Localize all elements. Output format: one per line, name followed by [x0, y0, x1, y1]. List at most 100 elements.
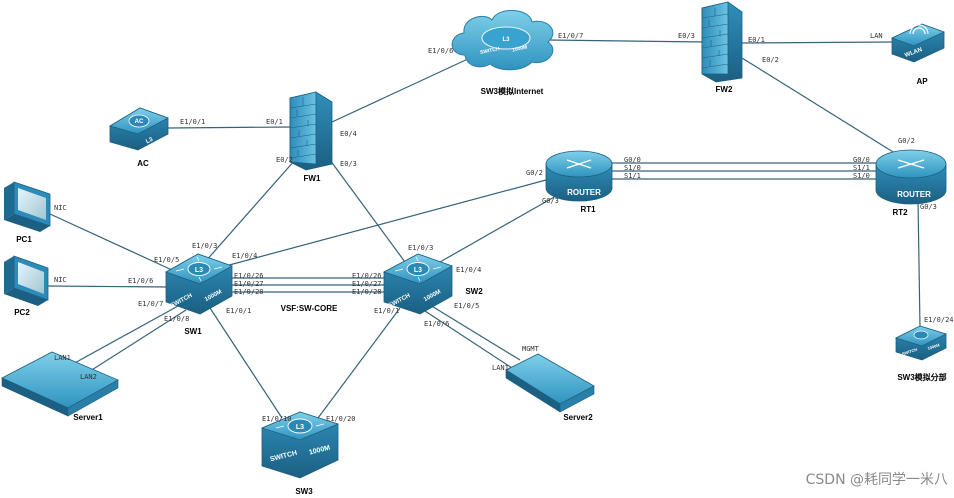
sw1-name: SW1 [184, 327, 202, 336]
port-label: G0/0 [624, 156, 641, 164]
sw3-branch-label1: SWITCH [901, 347, 918, 357]
sw3-badge: L3 [296, 424, 304, 431]
pc1-name: PC1 [16, 235, 32, 244]
link-fw2-ap [741, 41, 893, 44]
port-label: E1/0/8 [164, 315, 189, 323]
port-label: E1/0/5 [454, 302, 479, 310]
device-sw3[interactable]: L3 SWITCH 1000M [260, 411, 340, 479]
port-label: E0/1 [266, 118, 283, 126]
ap-name: AP [916, 77, 928, 86]
port-label: E1/0/1 [180, 118, 205, 126]
fw2-name: FW2 [716, 85, 733, 94]
device-sw2[interactable]: L3 SWITCH 1000M [382, 253, 453, 315]
device-server2[interactable] [505, 353, 595, 413]
sw3-internet-label1: SWITCH [480, 46, 501, 56]
port-label: E1/0/28 [234, 288, 264, 296]
link-sw2-server2-a [429, 304, 521, 361]
port-label: LAN1 [54, 354, 71, 362]
device-sw3-branch[interactable]: SWITCH 1000M [894, 325, 948, 361]
port-label: S1/1 [853, 164, 870, 172]
link-pc2-sw1 [47, 285, 169, 288]
port-labels: E1/0/6 E1/0/7 E0/3 E0/1 E0/2 LAN E1/0/1 … [54, 32, 954, 423]
device-ac[interactable]: AC L3 [109, 107, 169, 151]
port-label: E1/0/1 [374, 307, 399, 315]
device-server1[interactable] [1, 351, 119, 417]
sw1-badge: L3 [195, 267, 203, 274]
port-label: E1/0/3 [192, 242, 217, 250]
sw3-internet-name: SW3模拟Internet [481, 86, 544, 96]
port-label: E1/0/3 [408, 244, 433, 252]
port-label: S1/1 [624, 172, 641, 180]
rt2-label: ROUTER [897, 190, 931, 199]
port-label: E1/0/26 [234, 272, 264, 280]
port-label: E1/0/24 [924, 316, 954, 324]
port-label: E1/0/7 [138, 300, 163, 308]
port-label: G0/0 [853, 156, 870, 164]
port-label: E1/0/7 [558, 32, 583, 40]
link-inet-fw1 [331, 57, 471, 123]
port-label: E1/0/26 [352, 272, 382, 280]
port-label: G0/3 [920, 203, 937, 211]
link-sw1-sw3 [209, 307, 283, 419]
link-fw2-rt2 [741, 57, 899, 156]
link-sw1-server1-b [75, 309, 187, 381]
link-fw1-sw2 [329, 159, 406, 263]
port-label: E0/3 [678, 32, 695, 40]
link-ac-fw1 [167, 126, 291, 129]
links [47, 39, 921, 419]
port-label: E1/0/1 [226, 307, 251, 315]
sw3-internet-label2: 1000M [512, 44, 528, 53]
watermark: CSDN @耗同学一米八 [806, 472, 948, 488]
port-label: E0/3 [340, 160, 357, 168]
port-label: E1/0/5 [154, 256, 179, 264]
rt1-label: ROUTER [567, 188, 601, 197]
sw3-branch-label2: 1000M [927, 342, 941, 351]
port-label: E1/0/10 [262, 415, 292, 423]
port-label: G0/3 [542, 197, 559, 205]
port-label: S1/0 [624, 164, 641, 172]
port-label: E0/2 [276, 156, 293, 164]
device-pc2[interactable] [4, 255, 49, 306]
ap-badge: WLAN [904, 47, 923, 59]
link-fw1-sw1 [204, 159, 296, 263]
port-label: E0/4 [340, 130, 357, 138]
device-ap[interactable]: WLAN [890, 23, 946, 63]
link-rt2-branch [917, 199, 921, 329]
port-label: E0/2 [762, 56, 779, 64]
port-label: E1/0/4 [456, 266, 481, 274]
device-pc1[interactable] [4, 181, 51, 232]
sw3-branch-name: SW3模拟分部 [897, 372, 946, 382]
device-rt2[interactable]: ROUTER [875, 149, 947, 205]
link-sw1-rt1 [217, 179, 547, 269]
sw3-internet-badge: L3 [502, 37, 510, 43]
ac-name: AC [137, 159, 149, 168]
device-rt1[interactable]: ROUTER [545, 150, 613, 202]
pc2-name: PC2 [14, 308, 30, 317]
device-fw1[interactable] [289, 91, 333, 171]
port-label: NIC [54, 276, 67, 284]
port-label: E1/0/6 [424, 320, 449, 328]
device-sw1[interactable]: L3 SWITCH 1000M [165, 253, 233, 315]
link-inet-fw2 [547, 39, 706, 43]
sw3-name: SW3 [295, 487, 313, 496]
port-label: NIC [54, 204, 67, 212]
port-label: E1/0/28 [352, 288, 382, 296]
device-sw3-internet[interactable]: L3 SWITCH 1000M [451, 10, 554, 71]
port-label: E1/0/6 [128, 277, 153, 285]
port-label: E1/0/4 [232, 252, 257, 260]
ac-label: L3 [145, 137, 154, 146]
sw2-name: SW2 [465, 287, 483, 296]
port-label: G0/2 [526, 169, 543, 177]
port-label: MGMT [522, 345, 540, 353]
port-label: LAN2 [80, 373, 97, 381]
vsf-label: VSF:SW-CORE [281, 304, 338, 313]
server2-name: Server2 [563, 413, 593, 422]
link-sw2-server2-b [424, 310, 513, 369]
port-label: E1/0/20 [326, 415, 356, 423]
port-label: LAN [870, 32, 883, 40]
port-label: G0/2 [898, 137, 915, 145]
port-label: E1/0/27 [352, 280, 382, 288]
port-label: E1/0/27 [234, 280, 264, 288]
device-fw2[interactable] [701, 1, 743, 83]
